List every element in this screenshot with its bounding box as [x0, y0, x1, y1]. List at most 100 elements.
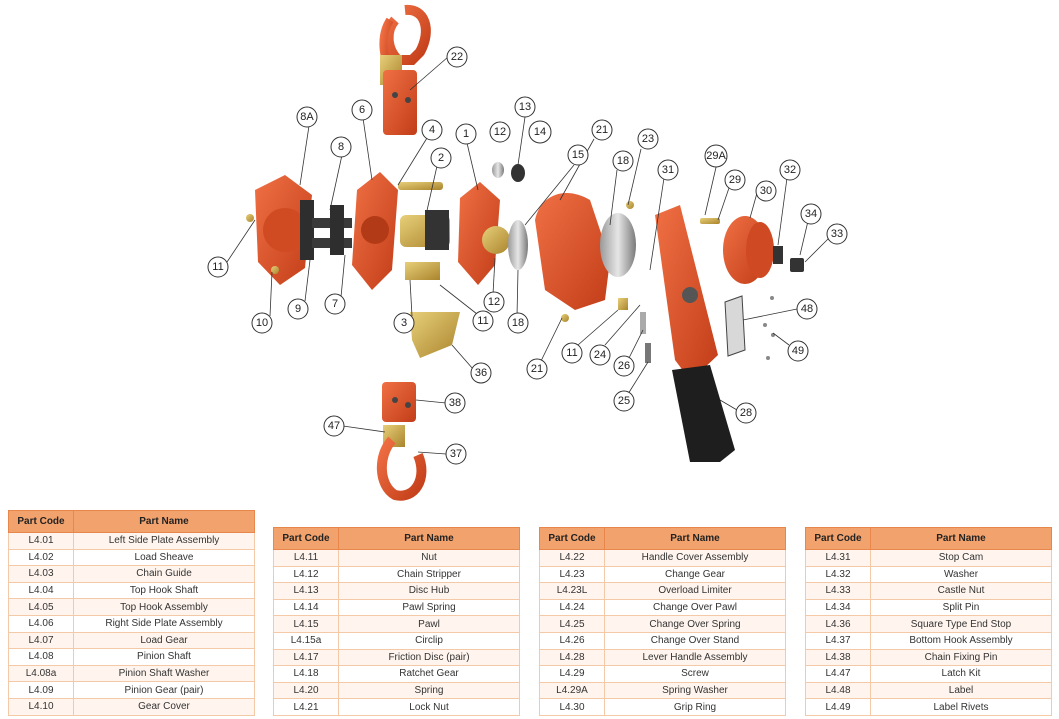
part-code: L4.23L — [539, 582, 605, 600]
part-name: Right Side Plate Assembly — [73, 614, 255, 633]
callout-14: 12 — [489, 121, 511, 143]
part-code: L4.31 — [805, 549, 871, 567]
part-name: Change Over Spring — [604, 615, 786, 633]
part-code: L4.34 — [805, 598, 871, 617]
callout-33: 33 — [826, 223, 848, 245]
part-name: Square Type End Stop — [870, 615, 1052, 633]
callout-5: 22 — [446, 46, 468, 68]
part-code: L4.26 — [539, 631, 605, 650]
part-code: L4.25 — [539, 615, 605, 633]
part-name: Label — [870, 681, 1052, 700]
part-code: L4.20 — [273, 681, 339, 700]
part-name: Gear Cover — [73, 697, 255, 716]
svg-text:49: 49 — [792, 345, 804, 357]
part-name: Left Side Plate Assembly — [73, 532, 255, 550]
left-side-plate-drawing — [458, 162, 528, 285]
svg-text:28: 28 — [740, 407, 752, 419]
callout-15: 13 — [514, 96, 536, 118]
part-name: Pawl Spring — [338, 598, 520, 617]
part-name: Top Hook Assembly — [73, 598, 255, 616]
part-name: Screw — [604, 665, 786, 683]
svg-text:25: 25 — [618, 395, 630, 407]
part-name: Latch Kit — [870, 665, 1052, 683]
callout-20: 18 — [612, 150, 634, 172]
part-code: L4.29 — [539, 665, 605, 683]
callout-11: 11 — [207, 256, 229, 278]
part-name: Castle Nut — [870, 582, 1052, 600]
callout-15a: 14 — [528, 120, 552, 144]
callout-21: 21 — [526, 358, 548, 380]
callout-48: 48 — [796, 298, 818, 320]
part-name: Washer — [870, 565, 1052, 584]
part-code: L4.23 — [539, 565, 605, 584]
callout-6: 6 — [351, 99, 373, 121]
part-name: Grip Ring — [604, 698, 786, 716]
leader-lines — [226, 56, 830, 455]
part-name: Chain Guide — [73, 565, 255, 583]
callout-4: 4 — [421, 119, 443, 141]
column-header-part-code: Part Code — [273, 527, 339, 550]
svg-text:37: 37 — [450, 448, 462, 460]
part-name: Friction Disc (pair) — [338, 648, 520, 667]
callout-9: 9 — [287, 298, 309, 320]
svg-text:22: 22 — [451, 51, 463, 63]
callout-25: 25 — [613, 390, 635, 412]
callout-1: 1 — [455, 123, 477, 145]
column-header-part-name: Part Name — [604, 527, 786, 550]
exploded-parts-diagram: 22 8A 6 4 8 1 2 12 13 14 15 21 23 18 31 … — [207, 4, 848, 501]
part-name: Disc Hub — [338, 582, 520, 600]
part-name: Load Sheave — [73, 548, 255, 567]
part-name: Lever Handle Assembly — [604, 648, 786, 667]
svg-text:47: 47 — [328, 420, 340, 432]
svg-text:21: 21 — [596, 124, 608, 136]
part-code: L4.06 — [8, 614, 74, 633]
column-header-part-name: Part Name — [73, 510, 255, 533]
svg-text:8A: 8A — [300, 111, 314, 123]
svg-text:8: 8 — [338, 141, 344, 153]
callout-36: 36 — [470, 362, 492, 384]
svg-text:48: 48 — [801, 303, 813, 315]
callout-34: 34 — [800, 203, 822, 225]
callout-12: 11 — [472, 310, 494, 332]
column-header-part-code: Part Code — [8, 510, 74, 533]
svg-text:1: 1 — [463, 128, 469, 140]
callout-7: 7 — [324, 293, 346, 315]
svg-text:14: 14 — [534, 126, 546, 138]
part-code: L4.37 — [805, 631, 871, 650]
callout-24: 24 — [589, 344, 611, 366]
part-name: Change Gear — [604, 565, 786, 584]
callout-13: 12 — [483, 291, 505, 313]
column-header-part-code: Part Code — [805, 527, 871, 550]
svg-text:12: 12 — [494, 126, 506, 138]
part-code: L4.22 — [539, 549, 605, 567]
part-code: L4.28 — [539, 648, 605, 667]
part-name: Change Over Stand — [604, 631, 786, 650]
part-code: L4.07 — [8, 631, 74, 650]
callout-38: 38 — [444, 392, 466, 414]
callout-10: 10 — [251, 312, 273, 334]
part-name: Bottom Hook Assembly — [870, 631, 1052, 650]
callout-8a: 8A — [296, 106, 318, 128]
part-name: Handle Cover Assembly — [604, 549, 786, 567]
part-code: L4.30 — [539, 698, 605, 716]
svg-text:38: 38 — [449, 397, 461, 409]
top-hook-assembly-drawing — [379, 4, 431, 135]
part-code: L4.38 — [805, 648, 871, 667]
svg-text:2: 2 — [438, 152, 444, 164]
callout-29: 29 — [724, 169, 746, 191]
part-name: Split Pin — [870, 598, 1052, 617]
part-code: L4.05 — [8, 598, 74, 616]
part-code: L4.04 — [8, 581, 74, 600]
part-name: Top Hook Shaft — [73, 581, 255, 600]
part-code: L4.17 — [273, 648, 339, 667]
svg-text:12: 12 — [488, 296, 500, 308]
part-code: L4.33 — [805, 582, 871, 600]
part-code: L4.02 — [8, 548, 74, 567]
column-header-part-name: Part Name — [870, 527, 1052, 550]
part-code: L4.36 — [805, 615, 871, 633]
part-code: L4.29A — [539, 681, 605, 700]
gear-cover-drawing — [246, 175, 352, 285]
callout-30: 30 — [755, 180, 777, 202]
